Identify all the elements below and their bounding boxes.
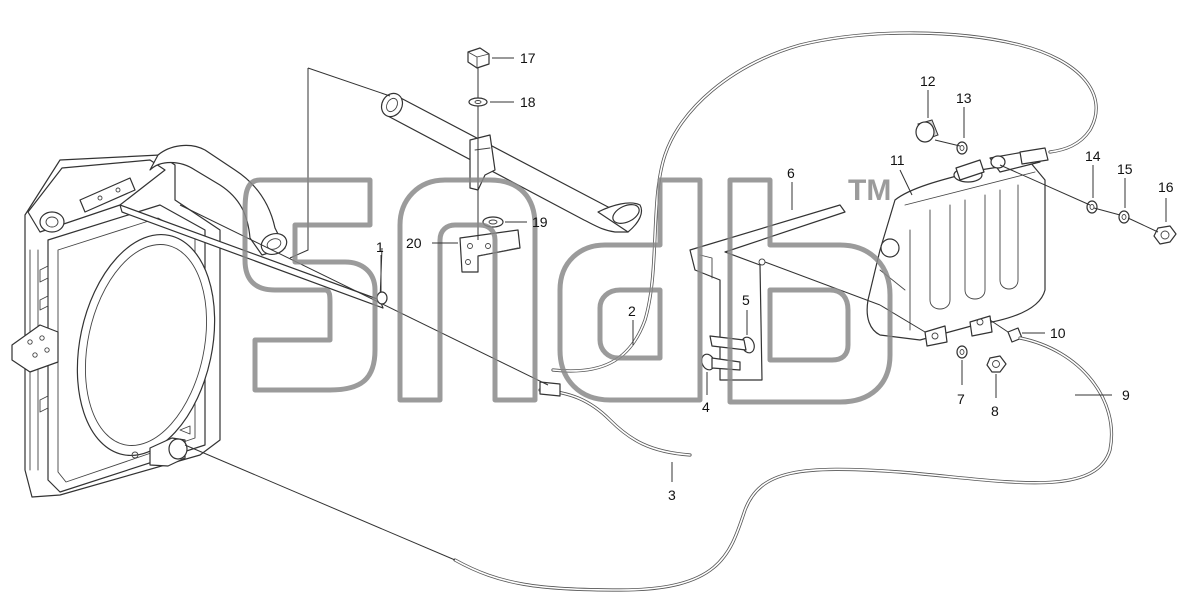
callout-5: 5 (742, 292, 750, 308)
callout-20: 20 (406, 235, 422, 251)
callout-13: 13 (956, 90, 972, 106)
bracket-20 (459, 229, 521, 273)
callout-8: 8 (991, 403, 999, 419)
nut-17 (467, 47, 490, 69)
hose-pipe-upper (119, 204, 384, 309)
cap-12 (915, 119, 939, 143)
callout-leaders (380, 57, 1167, 482)
callout-14: 14 (1085, 148, 1101, 164)
callout-3: 3 (668, 487, 676, 503)
callout-2: 2 (628, 303, 636, 319)
callout-9: 9 (1122, 387, 1130, 403)
expansion-tank-11 (866, 147, 1049, 347)
hose-2 (551, 31, 1098, 373)
callout-19: 19 (532, 214, 548, 230)
upper-coolant-pipe (149, 144, 288, 256)
fitting-1 (376, 291, 388, 305)
callout-17: 17 (520, 50, 536, 66)
callout-7: 7 (957, 391, 965, 407)
nut-8 (986, 355, 1007, 373)
fitting-10 (1007, 327, 1023, 343)
callout-10: 10 (1050, 325, 1066, 341)
callout-16: 16 (1158, 179, 1174, 195)
hose-3 (538, 381, 692, 457)
callout-6: 6 (787, 165, 795, 181)
washer-13 (956, 141, 968, 155)
watermark: TM (242, 174, 893, 405)
callout-4: 4 (702, 399, 710, 415)
trademark-mark: TM (848, 174, 891, 207)
callout-18: 18 (520, 94, 536, 110)
callouts: 1 2 3 4 5 6 7 8 9 10 11 12 13 14 15 16 1… (376, 50, 1174, 503)
overflow-tube (380, 92, 643, 233)
washer-7 (956, 345, 968, 359)
nut-16 (1153, 225, 1177, 245)
callout-11: 11 (890, 152, 905, 168)
callout-12: 12 (920, 73, 936, 89)
washer-18 (468, 97, 488, 107)
washer-14 (1086, 200, 1098, 214)
washer-15 (1118, 210, 1130, 224)
callout-15: 15 (1117, 161, 1133, 177)
callout-1: 1 (376, 239, 384, 255)
radiator (11, 154, 221, 498)
hose-9 (453, 336, 1113, 592)
